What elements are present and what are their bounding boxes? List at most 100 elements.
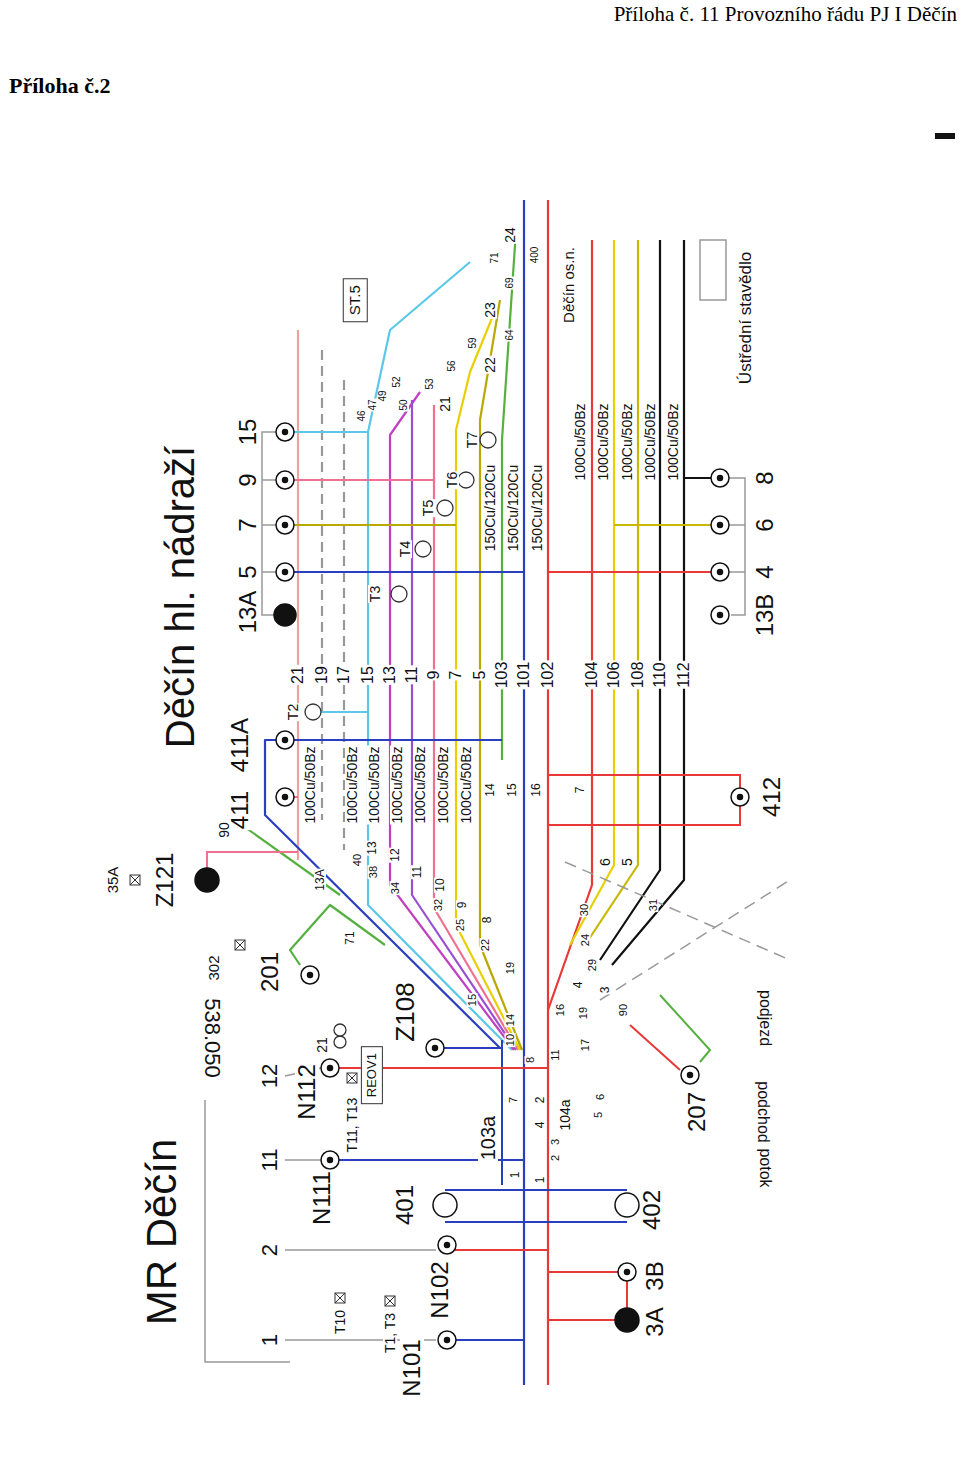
disconnector-symbol bbox=[625, 1270, 630, 1275]
label-text: 25 bbox=[455, 918, 466, 932]
label-text: 412 bbox=[760, 776, 784, 818]
label-text: 10 bbox=[505, 1033, 516, 1047]
disconnector-symbol bbox=[438, 1331, 456, 1349]
label-text: 10 bbox=[434, 877, 446, 892]
disconnector-symbol bbox=[711, 606, 729, 624]
label-text: Příloha č.2 bbox=[8, 75, 111, 97]
track-wire bbox=[412, 400, 516, 1050]
disconnector-symbol bbox=[445, 1338, 450, 1343]
label-text: 71 bbox=[344, 930, 356, 945]
label-text: 1 bbox=[534, 1176, 546, 1185]
disconnector-symbol bbox=[328, 1158, 333, 1163]
label-text: 30 bbox=[579, 903, 590, 917]
track-wire bbox=[265, 740, 500, 1048]
feeder-wire bbox=[285, 431, 368, 433]
frame-line bbox=[729, 524, 745, 526]
frame-line bbox=[600, 880, 790, 1000]
label-text: 2 bbox=[550, 1154, 561, 1162]
label-text: 59 bbox=[468, 336, 478, 349]
label-text: 5 bbox=[620, 857, 634, 867]
label-text: 150Cu/120Cu bbox=[483, 464, 497, 552]
feeder-wire bbox=[501, 1040, 503, 1185]
disconnector-symbol bbox=[681, 1066, 699, 1084]
label-text: 7 bbox=[236, 517, 260, 532]
box-x-symbol bbox=[347, 1073, 357, 1083]
label-text: 7 bbox=[574, 786, 586, 795]
label-text: 23 bbox=[483, 301, 497, 319]
label-text: 21 bbox=[290, 665, 306, 685]
label-text: 100Cu/50Bz bbox=[573, 402, 587, 481]
label-text: 108 bbox=[630, 661, 646, 690]
label-text: 19 bbox=[314, 665, 330, 685]
disconnector-symbol bbox=[718, 613, 723, 618]
transformer-symbol bbox=[480, 432, 496, 448]
disconnector-symbol bbox=[276, 788, 294, 806]
label-text: Z121 bbox=[153, 852, 177, 909]
label-text: 5 bbox=[593, 1111, 604, 1119]
track-wire bbox=[612, 240, 684, 965]
label-text: 64 bbox=[505, 328, 515, 341]
track-wire bbox=[570, 240, 614, 945]
frame-line bbox=[205, 240, 790, 1362]
label-text: 103 bbox=[494, 661, 510, 690]
disconnector-symbol bbox=[738, 795, 743, 800]
label-text: 106 bbox=[606, 661, 622, 690]
label-text: 8 bbox=[525, 1056, 536, 1064]
track-wire bbox=[547, 200, 549, 1385]
label-text: 24 bbox=[580, 933, 591, 947]
disconnector-symbol bbox=[283, 523, 288, 528]
label-text: 11 bbox=[404, 666, 420, 685]
label-text: 8 bbox=[481, 916, 493, 925]
track-wire bbox=[523, 200, 525, 1385]
disconnector-symbol bbox=[433, 1193, 457, 1217]
box-label: REOV1 bbox=[365, 1053, 379, 1097]
label-text: 12 bbox=[389, 847, 401, 862]
label-text: podchod bbox=[755, 1080, 771, 1143]
label-text: 40 bbox=[352, 853, 363, 867]
label-text: 3 bbox=[550, 1138, 561, 1146]
label-text: T2 bbox=[286, 703, 300, 721]
label-text: T4 bbox=[398, 540, 412, 558]
label-text: 15 bbox=[236, 418, 260, 447]
feeder-wire bbox=[207, 852, 298, 868]
label-text: 100Cu/50Bz bbox=[413, 745, 427, 824]
frame-line bbox=[262, 524, 276, 526]
label-text: T7 bbox=[465, 431, 479, 449]
disconnector-symbol bbox=[426, 1039, 444, 1057]
label-text: 13 bbox=[366, 840, 378, 855]
label-text: 4 bbox=[753, 564, 777, 579]
box-label: ST.5 bbox=[347, 285, 364, 315]
feeder-wire bbox=[435, 1047, 502, 1049]
label-text: Děčín hl. nádraží bbox=[160, 445, 200, 749]
disconnector-symbol bbox=[276, 516, 294, 534]
label-text: 22 bbox=[480, 938, 491, 952]
frame-line bbox=[565, 862, 790, 960]
label-text: 1 bbox=[509, 1171, 521, 1180]
feeder-wire bbox=[445, 1189, 627, 1191]
page-mark bbox=[935, 133, 955, 139]
feeder-wire bbox=[285, 571, 524, 573]
label-text: N101 bbox=[400, 1338, 424, 1397]
label-text: 69 bbox=[505, 276, 515, 289]
label-text: 400 bbox=[530, 246, 540, 265]
label-text: 14 bbox=[484, 782, 496, 797]
frame-line bbox=[285, 1159, 321, 1161]
transformer-symbol bbox=[305, 704, 321, 720]
label-text: 6 bbox=[753, 517, 777, 532]
label-text: 19 bbox=[505, 961, 516, 975]
disconnector-symbol bbox=[276, 423, 749, 1349]
label-text: 102 bbox=[540, 661, 556, 690]
feeder-wire bbox=[285, 524, 456, 526]
feeder-wire bbox=[285, 479, 434, 481]
frame-line bbox=[700, 240, 726, 300]
transformer-symbol bbox=[415, 541, 431, 557]
disconnector-symbol bbox=[328, 1066, 333, 1071]
label-text: 4 bbox=[572, 981, 584, 990]
label-text: Ústřední stavědlo bbox=[737, 251, 754, 385]
label-text: 2 bbox=[534, 1096, 546, 1105]
box-x-symbol bbox=[385, 1296, 395, 1306]
disconnector-symbol bbox=[274, 604, 296, 626]
track-wire bbox=[548, 240, 592, 1010]
label-text: 13A bbox=[236, 590, 260, 635]
